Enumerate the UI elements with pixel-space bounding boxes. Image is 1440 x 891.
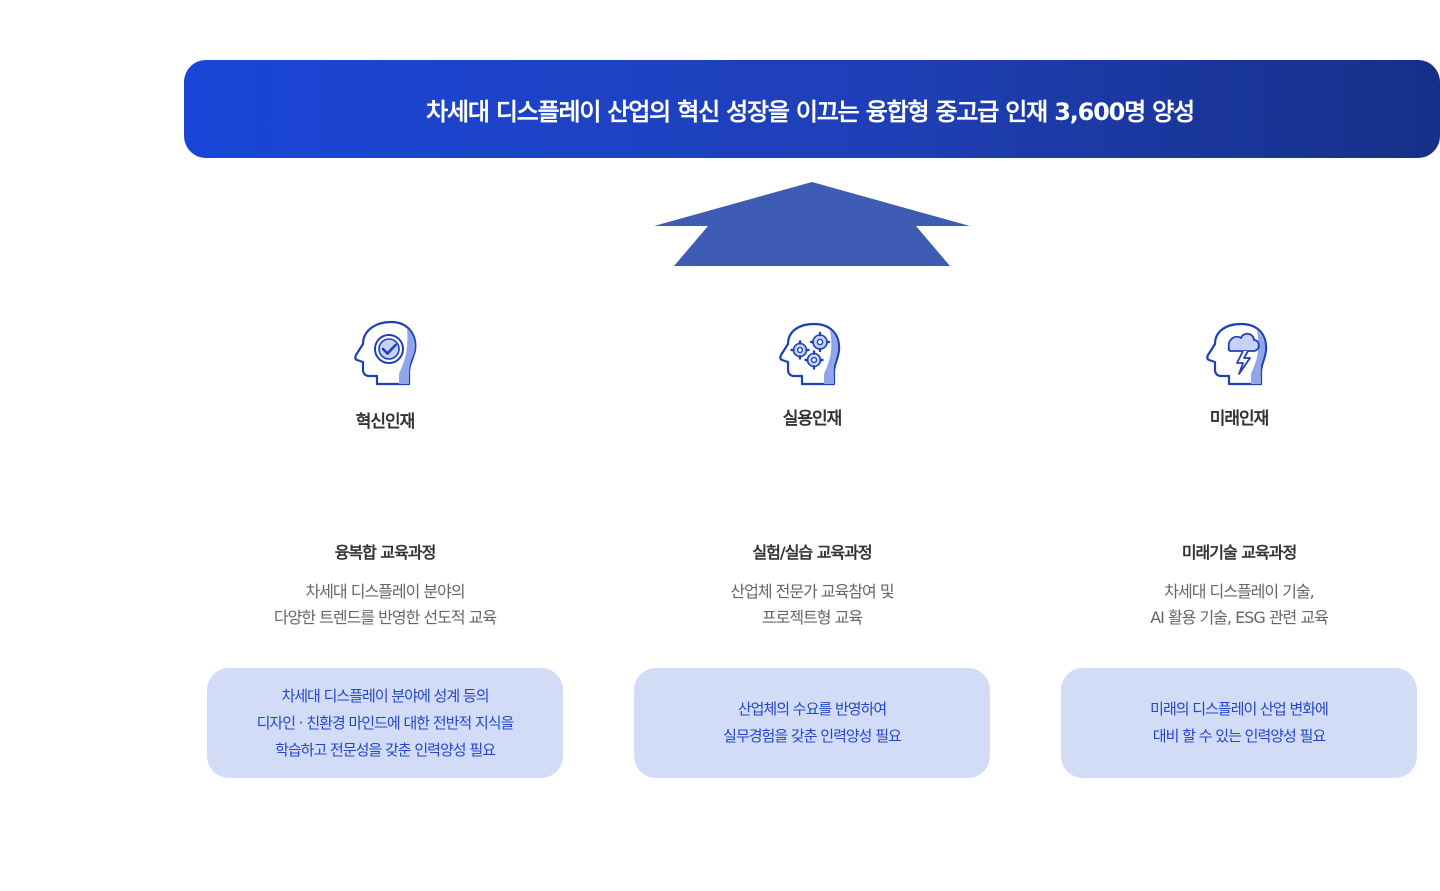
goal-box: 미래의 디스플레이 산업 변화에 대비 할 수 있는 인력양성 필요: [1061, 668, 1417, 778]
column-future: 미래인재 미래기술 교육과정 차세대 디스플레이 기술, AI 활용 기술, E…: [1061, 318, 1417, 778]
goal-line: 차세대 디스플레이 분야에 성계 등의: [281, 686, 489, 705]
course-description: 차세대 디스플레이 분야의 다양한 트렌드를 반영한 선도적 교육: [207, 579, 563, 631]
up-arrow-icon: [654, 182, 970, 266]
course-title: 실험/실습 교육과정: [752, 543, 872, 562]
role-title: 실용인재: [782, 409, 843, 429]
description-line: 산업체 전문가 교육참여 및: [730, 582, 894, 601]
course-title: 융복합 교육과정: [334, 543, 437, 562]
column-innovation: 혁신인재 융복합 교육과정 차세대 디스플레이 분야의 다양한 트렌드를 반영한…: [207, 318, 563, 778]
description-line: 차세대 디스플레이 기술,: [1164, 582, 1314, 601]
banner-title: 차세대 디스플레이 산업의 혁신 성장을 이끄는 융합형 중고급 인재 3,60…: [426, 97, 1195, 126]
head-checkmark-icon: [354, 320, 417, 386]
head-gears-icon: [779, 322, 841, 386]
goal-box: 차세대 디스플레이 분야에 성계 등의 디자인 · 친환경 마인드에 대한 전반…: [207, 668, 563, 778]
goal-box: 산업체의 수요를 반영하여 실무경험을 갖춘 인력양성 필요: [634, 668, 990, 778]
description-line: 다양한 트렌드를 반영한 선도적 교육: [273, 608, 497, 627]
description-line: AI 활용 기술, ESG 관련 교육: [1150, 608, 1329, 627]
goal-banner: 차세대 디스플레이 산업의 혁신 성장을 이끄는 융합형 중고급 인재 3,60…: [184, 60, 1440, 158]
head-lightning-icon: [1206, 322, 1268, 386]
description-line: 프로젝트형 교육: [761, 608, 863, 627]
description-line: 차세대 디스플레이 분야의: [305, 582, 465, 601]
goal-line: 산업체의 수요를 반영하여: [737, 700, 887, 718]
column-practical: 실용인재 실험/실습 교육과정 산업체 전문가 교육참여 및 프로젝트형 교육 …: [634, 318, 990, 778]
goal-line: 대비 할 수 있는 인력양성 필요: [1152, 727, 1326, 745]
goal-line: 디자인 · 친환경 마인드에 대한 전반적 지식을: [256, 713, 515, 732]
course-description: 산업체 전문가 교육참여 및 프로젝트형 교육: [634, 579, 990, 631]
goal-line: 실무경험을 갖춘 인력양성 필요: [723, 727, 902, 745]
role-title: 혁신인재: [355, 412, 416, 432]
goal-line: 학습하고 전문성을 갖춘 인력양성 필요: [275, 740, 496, 759]
course-description: 차세대 디스플레이 기술, AI 활용 기술, ESG 관련 교육: [1061, 579, 1417, 631]
role-title: 미래인재: [1209, 409, 1270, 429]
course-title: 미래기술 교육과정: [1181, 543, 1297, 562]
goal-line: 미래의 디스플레이 산업 변화에: [1150, 700, 1329, 718]
